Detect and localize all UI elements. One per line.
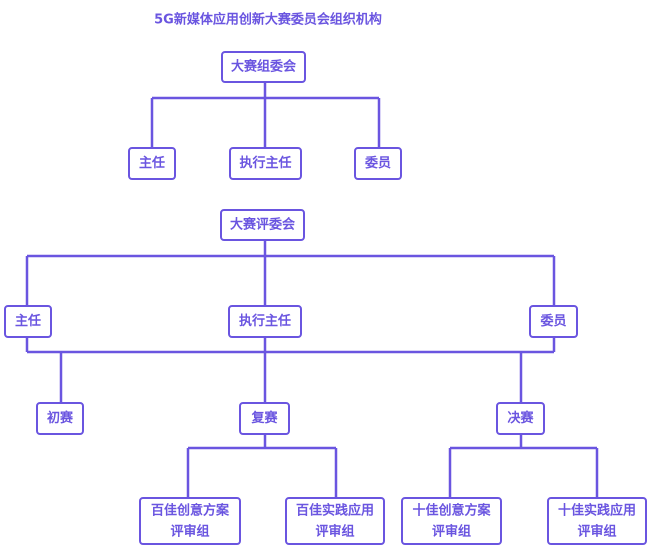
judging-committee-node: 大赛评委会 [220, 209, 305, 241]
svg-text:百佳实践应用: 百佳实践应用 [296, 503, 374, 519]
judge-member-node: 委员 [529, 305, 578, 338]
preliminary-round-node: 初赛 [36, 402, 84, 435]
svg-text:主任: 主任 [15, 313, 41, 329]
svg-text:主任: 主任 [139, 155, 165, 171]
judge-executive-director-node: 执行主任 [228, 305, 302, 338]
svg-text:委员: 委员 [364, 155, 391, 171]
semifinal-round-node: 复赛 [239, 402, 290, 435]
svg-text:复赛: 复赛 [250, 410, 278, 426]
svg-text:大赛组委会: 大赛组委会 [231, 59, 297, 75]
svg-text:执行主任: 执行主任 [239, 313, 291, 329]
org-executive-director-node: 执行主任 [229, 147, 302, 180]
svg-text:十佳创意方案: 十佳创意方案 [412, 503, 491, 519]
top100-idea-panel-node: 百佳创意方案 评审组 [139, 497, 241, 545]
top10-practice-panel-node: 十佳实践应用 评审组 [547, 497, 647, 545]
top10-idea-panel-node: 十佳创意方案 评审组 [401, 497, 502, 545]
svg-text:执行主任: 执行主任 [239, 155, 291, 171]
org-director-node: 主任 [128, 147, 176, 180]
connectors [25, 82, 599, 498]
final-round-node: 决赛 [496, 402, 545, 435]
svg-text:决赛: 决赛 [507, 410, 534, 426]
svg-text:评审组: 评审组 [315, 524, 354, 540]
org-member-node: 委员 [354, 147, 402, 180]
svg-text:评审组: 评审组 [170, 524, 209, 540]
svg-text:十佳实践应用: 十佳实践应用 [558, 503, 636, 519]
svg-text:委员: 委员 [539, 313, 566, 329]
svg-text:初赛: 初赛 [47, 410, 74, 426]
organizing-committee-node: 大赛组委会 [221, 51, 306, 83]
svg-text:百佳创意方案: 百佳创意方案 [151, 503, 230, 519]
svg-text:评审组: 评审组 [432, 524, 471, 540]
svg-text:大赛评委会: 大赛评委会 [230, 217, 296, 233]
svg-text:评审组: 评审组 [577, 524, 616, 540]
judge-director-node: 主任 [4, 305, 52, 338]
top100-practice-panel-node: 百佳实践应用 评审组 [285, 497, 385, 545]
chart-title: 5G新媒体应用创新大赛委员会组织机构 [154, 12, 382, 28]
